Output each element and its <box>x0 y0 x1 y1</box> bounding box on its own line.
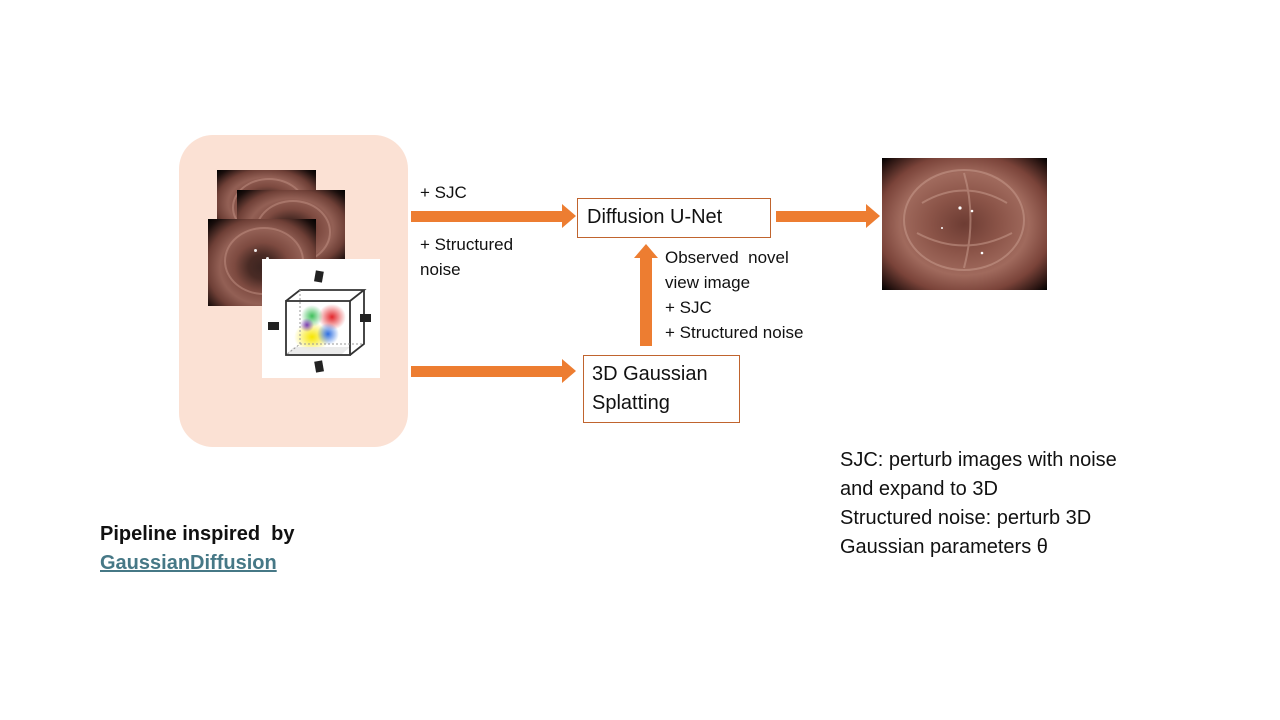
output-image <box>882 158 1047 290</box>
legend-line-1: SJC: perturb images with noise <box>840 449 1117 471</box>
output-endoscopy-image <box>903 169 1025 271</box>
arrow-to-splatting <box>411 366 563 377</box>
arrow-to-splatting-head <box>562 359 576 383</box>
arrow-to-diffusion-vertical-head <box>634 244 658 258</box>
gaussian-cube-icon <box>268 270 371 373</box>
label-observed: Observed novel <box>665 248 789 267</box>
label-up-sjc: + SJC <box>665 298 712 317</box>
label-sjc: + SJC <box>420 183 467 202</box>
diffusion-unet-node: Diffusion U-Net <box>577 198 771 238</box>
gaussiandiffusion-link[interactable]: GaussianDiffusion <box>100 552 277 574</box>
legend-line-3: Structured noise: perturb 3D <box>840 507 1092 529</box>
arrow-to-diffusion-head <box>562 204 576 228</box>
label-structured: + Structured <box>420 235 514 254</box>
legend-line-2: and expand to 3D <box>840 478 998 500</box>
arrow-to-diffusion <box>411 211 563 222</box>
gaussian-splatting-label-2: Splatting <box>592 392 670 414</box>
gaussian-cube-illustration <box>262 259 380 378</box>
legend-line-4: Gaussian parameters θ <box>840 536 1048 558</box>
label-view-image: view image <box>665 273 751 292</box>
legend: SJC: perturb images with noise and expan… <box>840 446 1117 562</box>
gaussian-splatting-node: 3D Gaussian Splatting <box>583 355 740 423</box>
credit: Pipeline inspired by GaussianDiffusion <box>100 520 295 578</box>
arrow-to-output-head <box>866 204 880 228</box>
credit-text: Pipeline inspired by <box>100 523 295 545</box>
gaussian-splatting-label-1: 3D Gaussian <box>592 363 708 385</box>
arrow-to-output <box>776 211 867 222</box>
arrow-to-diffusion-vertical <box>640 258 652 346</box>
diffusion-unet-label: Diffusion U-Net <box>587 206 723 228</box>
label-up-structured-noise: + Structured noise <box>665 323 804 342</box>
label-noise: noise <box>420 260 461 279</box>
